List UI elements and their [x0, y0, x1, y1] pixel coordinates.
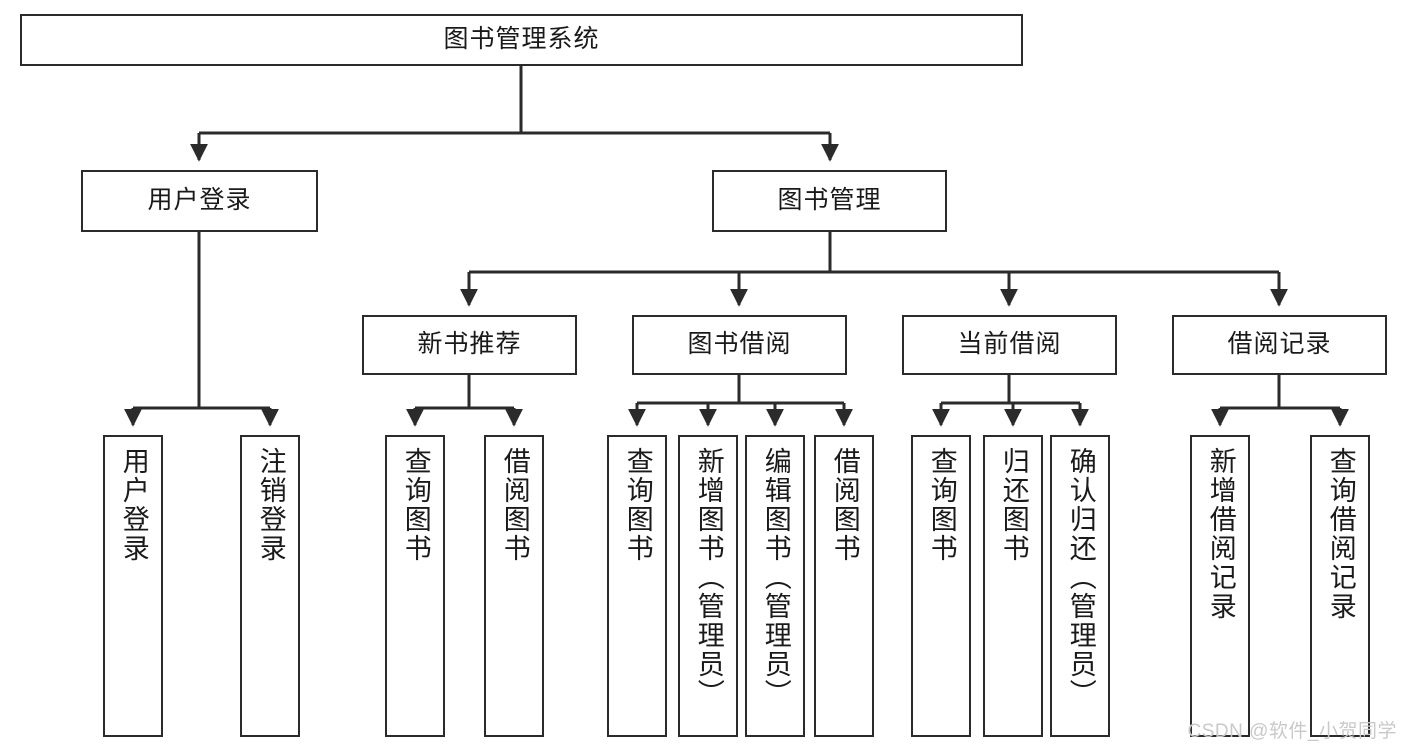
node-book-borrow[interactable]: 图书借阅: [632, 315, 847, 375]
node-root-label: 图书管理系统: [443, 25, 600, 54]
node-leaf-user-login-label: 用户登录: [118, 447, 149, 563]
node-book-manage[interactable]: 图书管理: [712, 170, 947, 232]
node-user-login-label: 用户登录: [147, 186, 252, 215]
node-leaf-logout[interactable]: 注销登录: [240, 435, 300, 737]
node-leaf-query-book-1[interactable]: 查询图书: [385, 435, 445, 737]
node-current-borrow-label: 当前借阅: [957, 330, 1062, 359]
node-new-book-recommend-label: 新书推荐: [417, 330, 522, 359]
node-leaf-borrow-book-1[interactable]: 借阅图书: [484, 435, 544, 737]
node-leaf-query-book-3[interactable]: 查询图书: [911, 435, 971, 737]
node-borrow-record[interactable]: 借阅记录: [1172, 315, 1387, 375]
node-leaf-query-book-1-label: 查询图书: [400, 447, 431, 563]
node-leaf-add-record[interactable]: 新增借阅记录: [1190, 435, 1250, 737]
node-leaf-confirm-return-label: 确认归还（管理员）: [1065, 447, 1096, 708]
node-leaf-logout-label: 注销登录: [255, 447, 286, 563]
node-new-book-recommend[interactable]: 新书推荐: [362, 315, 577, 375]
node-leaf-return-book[interactable]: 归还图书: [983, 435, 1043, 737]
node-leaf-edit-book-label: 编辑图书（管理员）: [760, 447, 791, 708]
node-leaf-user-login[interactable]: 用户登录: [103, 435, 163, 737]
node-leaf-query-record-label: 查询借阅记录: [1325, 447, 1356, 621]
csdn-watermark: CSDN @软件_小贺同学: [1187, 721, 1397, 742]
node-borrow-record-label: 借阅记录: [1227, 330, 1332, 359]
node-book-borrow-label: 图书借阅: [687, 330, 792, 359]
node-leaf-query-book-2-label: 查询图书: [622, 447, 653, 563]
node-leaf-query-book-3-label: 查询图书: [926, 447, 957, 563]
node-leaf-borrow-book-2-label: 借阅图书: [829, 447, 860, 563]
node-leaf-add-book[interactable]: 新增图书（管理员）: [678, 435, 738, 737]
node-leaf-borrow-book-1-label: 借阅图书: [499, 447, 530, 563]
node-leaf-query-record[interactable]: 查询借阅记录: [1310, 435, 1370, 737]
node-leaf-return-book-label: 归还图书: [998, 447, 1029, 563]
node-leaf-add-record-label: 新增借阅记录: [1205, 447, 1236, 621]
node-user-login[interactable]: 用户登录: [81, 170, 318, 232]
node-leaf-borrow-book-2[interactable]: 借阅图书: [814, 435, 874, 737]
node-leaf-edit-book[interactable]: 编辑图书（管理员）: [745, 435, 805, 737]
node-leaf-query-book-2[interactable]: 查询图书: [607, 435, 667, 737]
node-current-borrow[interactable]: 当前借阅: [902, 315, 1117, 375]
node-book-manage-label: 图书管理: [777, 186, 882, 215]
node-leaf-add-book-label: 新增图书（管理员）: [693, 447, 724, 708]
node-leaf-confirm-return[interactable]: 确认归还（管理员）: [1050, 435, 1110, 737]
node-root[interactable]: 图书管理系统: [20, 14, 1023, 66]
